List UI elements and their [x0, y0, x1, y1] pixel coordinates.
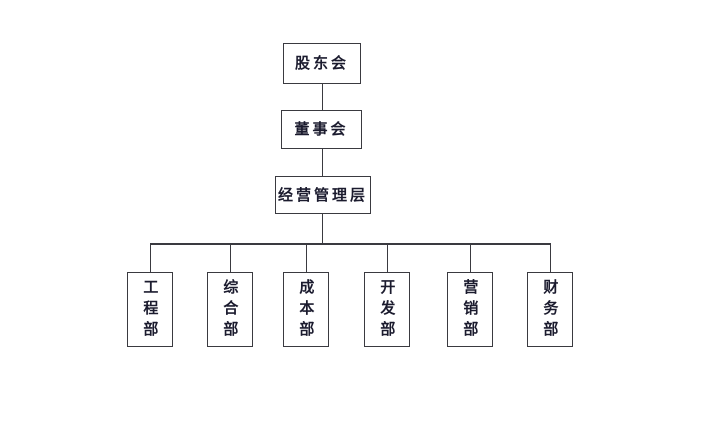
connector-drop-development	[386, 243, 389, 273]
node-shareholders-meeting[interactable]: 股东会	[283, 43, 361, 84]
connector-drop-cost	[305, 243, 308, 273]
connector-board-to-management	[321, 149, 324, 176]
connector-drop-marketing	[469, 243, 472, 273]
node-board-of-directors[interactable]: 董事会	[281, 110, 362, 149]
node-management-layer[interactable]: 经营管理层	[275, 176, 371, 214]
node-department-development[interactable]: 开发部	[364, 272, 410, 347]
connector-management-to-bus	[321, 214, 324, 244]
connector-drop-general-affairs	[229, 243, 232, 273]
node-department-cost[interactable]: 成本部	[283, 272, 329, 347]
node-department-engineering[interactable]: 工程部	[127, 272, 173, 347]
connector-drop-finance	[549, 243, 552, 273]
connector-shareholders-to-board	[321, 84, 324, 110]
node-department-finance[interactable]: 财务部	[527, 272, 573, 347]
node-department-general-affairs[interactable]: 综合部	[207, 272, 253, 347]
connector-drop-engineering	[149, 243, 152, 273]
connector-department-bus	[150, 243, 551, 245]
node-department-marketing[interactable]: 营销部	[447, 272, 493, 347]
